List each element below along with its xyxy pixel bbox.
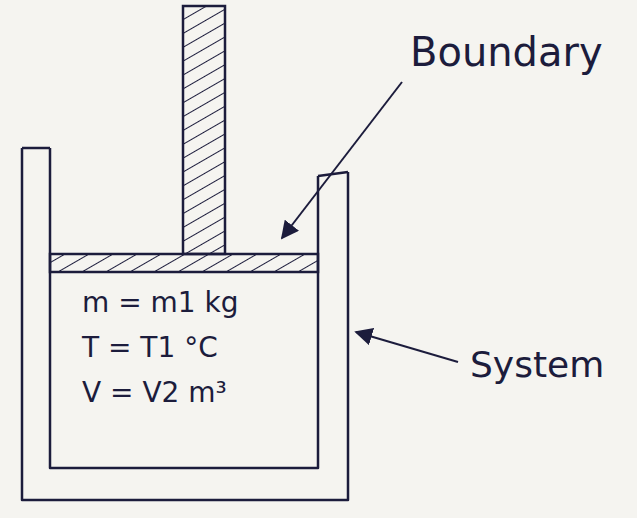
wall-cap xyxy=(22,147,50,150)
piston xyxy=(50,254,318,272)
leader-arrow xyxy=(282,82,402,238)
piston-rod xyxy=(183,6,225,254)
property-label: m = m1 kg xyxy=(82,288,239,319)
leader-arrow xyxy=(356,332,458,362)
system-label: System xyxy=(470,345,604,385)
boundary-label: Boundary xyxy=(410,30,603,74)
property-label: V = V2 m³ xyxy=(82,378,227,409)
property-label: T = T1 °C xyxy=(82,333,218,364)
